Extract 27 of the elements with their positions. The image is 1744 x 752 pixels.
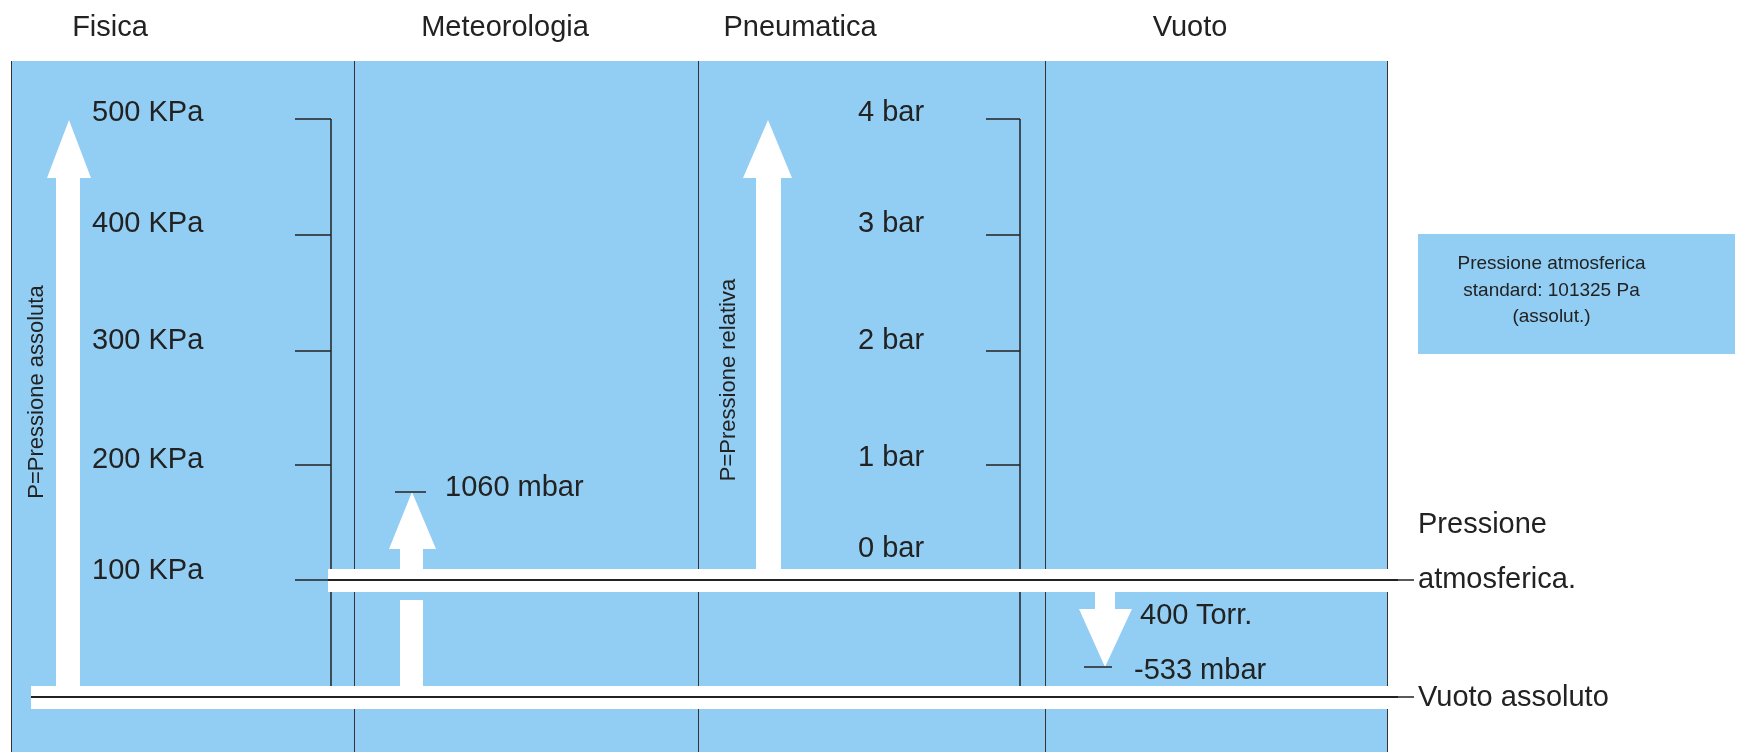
info-box: Pressione atmosferica standard: 101325 Pa (assolut.) bbox=[1418, 234, 1735, 354]
scale-label: 3 bar bbox=[858, 207, 925, 237]
scale-label: 300 KPa bbox=[92, 324, 204, 354]
reference-label: Vuoto assoluto bbox=[1418, 669, 1658, 725]
scale-label: 400 KPa bbox=[92, 207, 204, 237]
scale-label: 1 bar bbox=[858, 441, 925, 471]
scale-label: 1060 mbar bbox=[445, 471, 584, 501]
leader-line bbox=[1397, 579, 1415, 581]
scale-column bbox=[11, 61, 354, 752]
scale-label: 400 Torr. bbox=[1140, 599, 1253, 629]
scale-label: 500 KPa bbox=[92, 96, 204, 126]
axis-label: P=Pressione assoluta bbox=[25, 285, 47, 499]
column-heading: Meteorologia bbox=[421, 10, 589, 43]
scale-column bbox=[1045, 61, 1388, 752]
column-heading: Fisica bbox=[72, 10, 148, 43]
leader-line bbox=[1397, 696, 1415, 698]
reference-label: Pressione atmosferica. bbox=[1418, 495, 1658, 607]
scale-label: 4 bar bbox=[858, 96, 925, 126]
column-heading: Pneumatica bbox=[723, 10, 877, 43]
scale-column bbox=[354, 61, 698, 752]
scale-label: -533 mbar bbox=[1134, 654, 1267, 684]
scale-label: 100 KPa bbox=[92, 554, 204, 584]
scale-label: 2 bar bbox=[858, 324, 925, 354]
axis-label: P=Pressione relativa bbox=[717, 278, 739, 482]
scale-label: 0 bar bbox=[858, 532, 925, 562]
column-heading: Vuoto bbox=[1152, 10, 1228, 43]
scale-label: 200 KPa bbox=[92, 443, 204, 473]
